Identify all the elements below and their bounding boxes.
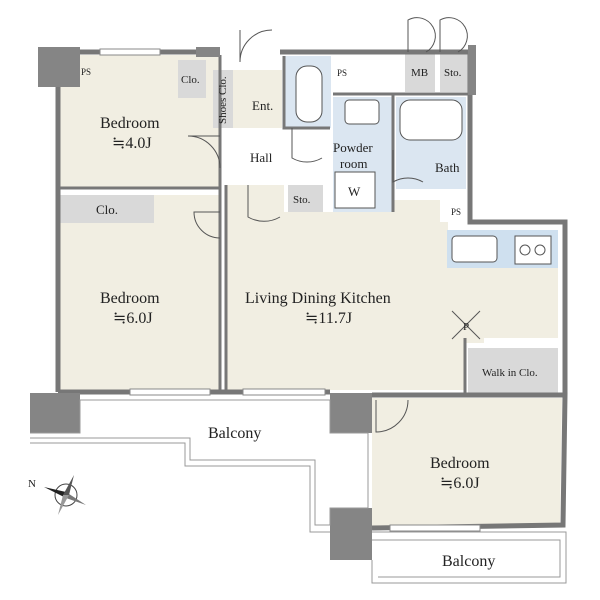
window-w-2: [242, 388, 326, 396]
pillar-x-2: [451, 310, 481, 340]
label-sto-ne: Sto.: [444, 67, 462, 79]
door-bedroom-w: [193, 211, 221, 239]
floor-mb: [405, 52, 435, 92]
doors: [187, 17, 468, 433]
floor-ldk: [226, 185, 558, 390]
bathtub: [399, 99, 463, 141]
pillar-center: [330, 393, 372, 433]
label-bedroom-w: Bedroom: [100, 290, 160, 307]
pillar-ne: [468, 45, 476, 95]
balcony-main-inner: [30, 442, 330, 533]
compass-needle-w: [58, 495, 69, 515]
pillars: [30, 45, 476, 560]
door-hall: [247, 185, 281, 222]
floor-hall: [225, 130, 307, 180]
label-clo-nw: Clo.: [181, 74, 200, 86]
pillar-n: [196, 47, 220, 57]
label-walk-in-closet: Walk in Clo.: [482, 367, 538, 379]
door-powder: [392, 150, 424, 183]
toilet: [295, 65, 323, 123]
floor-closet-nw: [178, 60, 206, 98]
label-shoes-closet: Shoes Clo.: [217, 76, 229, 124]
label-clo-w: Clo.: [96, 202, 118, 217]
door-mb-2: [439, 17, 468, 53]
label-washer: W: [348, 184, 361, 199]
label-powder-1: Powder: [333, 140, 373, 155]
door-mb-1: [407, 17, 436, 53]
balcony-se-outline: [371, 531, 567, 584]
label-ldk: Living Dining Kitchen: [245, 290, 391, 307]
burner-1: [519, 244, 531, 256]
label-ldk-size: ≒11.7J: [305, 310, 352, 327]
pillar-nw: [38, 47, 80, 87]
compass: N: [28, 475, 86, 515]
floor-closet-w: [58, 195, 154, 223]
label-hall: Hall: [250, 150, 273, 165]
label-bedroom-nw-size: ≒4.0J: [112, 135, 152, 152]
label-entrance: Ent.: [252, 98, 273, 113]
label-bedroom-se-size: ≒6.0J: [440, 475, 480, 492]
label-pillar: P: [463, 321, 469, 333]
label-balcony-se: Balcony: [442, 553, 495, 570]
walls: [55, 49, 568, 531]
floor-bedroom-w: [58, 195, 220, 390]
balconies: [30, 399, 567, 584]
compass-needle-n: [44, 487, 66, 498]
label-ps-top: PS: [337, 68, 347, 78]
room-labels: Bedroom ≒4.0J Bedroom ≒6.0J Living Dinin…: [81, 67, 538, 570]
label-balcony-main: Balcony: [208, 425, 261, 442]
door-bedroom-se: [375, 399, 409, 433]
label-sto-hall: Sto.: [293, 194, 311, 206]
label-mb: MB: [411, 67, 428, 79]
compass-needle-e: [63, 475, 74, 495]
door-bedroom-nw: [187, 135, 221, 169]
window-nw: [99, 48, 161, 56]
label-bath: Bath: [435, 160, 460, 175]
balcony-main-outline: [30, 399, 369, 526]
window-se: [389, 524, 481, 532]
balcony-se-inner: [372, 539, 561, 578]
pillar-south: [330, 508, 372, 560]
sink: [344, 99, 380, 125]
compass-north-label: N: [28, 478, 36, 490]
label-powder-2: room: [340, 156, 367, 171]
label-bedroom-nw: Bedroom: [100, 115, 160, 132]
wall-interior-4: [282, 56, 330, 130]
compass-needle-s: [66, 492, 86, 505]
door-entrance: [239, 29, 273, 63]
pillar-sw: [30, 393, 80, 433]
label-bedroom-se: Bedroom: [430, 455, 490, 472]
compass-ring: [54, 483, 78, 507]
label-ps-kitchen: PS: [451, 207, 461, 217]
windows: [99, 48, 481, 532]
label-ps-nw: PS: [81, 67, 91, 77]
floor-sto-hall: [288, 185, 323, 212]
washer: [334, 171, 376, 209]
wall-north-center: [280, 49, 568, 395]
burner-2: [534, 244, 546, 256]
label-bedroom-w-size: ≒6.0J: [113, 310, 153, 327]
fixtures: [295, 65, 552, 340]
floor-sto-ne: [440, 52, 470, 92]
floor-walk-in-closet: [468, 348, 558, 393]
floor-bedroom-se: [372, 398, 562, 528]
kitchen-sink: [451, 235, 498, 263]
door-toilet: [291, 128, 323, 163]
floor-shoes-closet: [213, 70, 233, 128]
window-w-1: [129, 388, 211, 396]
